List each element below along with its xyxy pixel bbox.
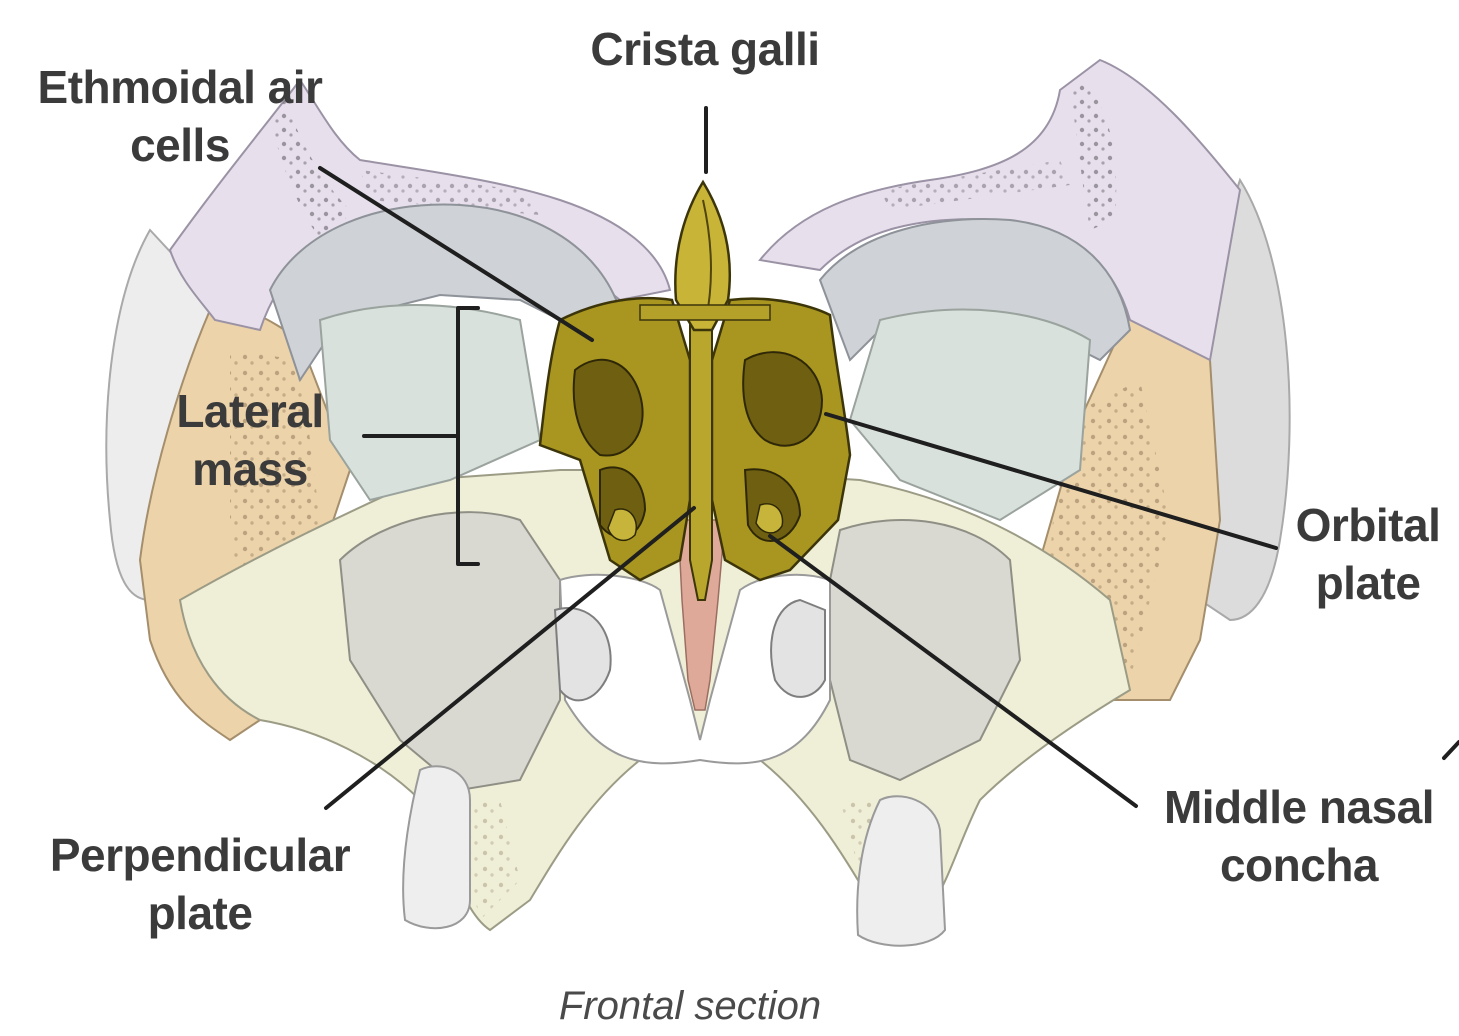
ethmoid-crista-galli: [674, 179, 732, 332]
label-line: Ethmoidal air: [37, 61, 323, 113]
label-line: Crista galli: [590, 23, 820, 75]
label-line: cells: [130, 119, 230, 171]
label-middle-nasal-concha: Middle nasal concha: [1140, 778, 1458, 894]
label-line: Middle nasal: [1163, 781, 1435, 833]
edge-tick-mark: [1442, 740, 1459, 760]
ethmoid-bone: [538, 179, 852, 601]
left-maxillary-sinus: [338, 511, 561, 792]
label-line: Lateral: [176, 385, 324, 437]
label-crista-galli: Crista galli: [560, 20, 850, 78]
label-lateral-mass: Lateral mass: [160, 382, 340, 498]
label-line: Orbital: [1295, 499, 1441, 551]
label-perpendicular-plate: Perpendicular plate: [30, 826, 370, 942]
label-line: Perpendicular: [49, 829, 351, 881]
leader-perpendicular-plate: [324, 506, 696, 810]
ethmoid-perpendicular-plate: [689, 299, 713, 601]
diagram-caption: Frontal section: [558, 984, 822, 1028]
leader-ethmoidal-air-cells: [318, 166, 594, 342]
label-orbital-plate: Orbital plate: [1280, 496, 1456, 612]
label-line: plate: [147, 887, 253, 939]
left-tooth: [402, 765, 471, 930]
left-orbital-wall: [318, 304, 542, 502]
left-inferior-concha: [553, 607, 612, 702]
label-line: mass: [192, 443, 308, 495]
leader-middle-nasal-concha: [768, 534, 1138, 808]
right-tooth: [856, 795, 947, 947]
right-inferior-concha: [770, 598, 826, 698]
leader-orbital-plate: [824, 412, 1278, 550]
label-ethmoidal-air-cells: Ethmoidal air cells: [20, 58, 340, 174]
nasal-cavity: [558, 573, 831, 765]
ethmoid-cribriform-plate: [639, 304, 771, 321]
right-orbital-wall: [848, 308, 1092, 522]
label-line: concha: [1219, 839, 1379, 891]
leader-lines: [318, 106, 1459, 810]
label-line: plate: [1315, 557, 1421, 609]
